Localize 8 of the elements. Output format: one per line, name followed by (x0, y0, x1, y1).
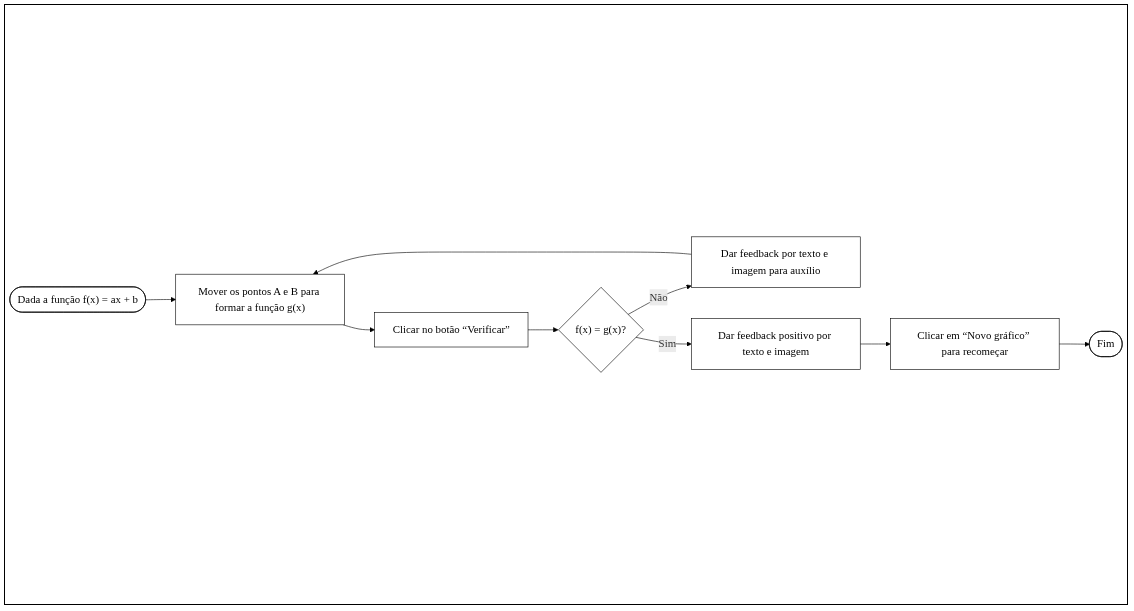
node-box: Clicar em “Novo gráfico” para recomeçar (890, 318, 1060, 370)
node-box: Mover os pontos A e B para formar a função g(x) (175, 273, 345, 326)
edge-label: Não (649, 290, 668, 304)
node-diamond: f(x) = g(x)? (558, 286, 644, 373)
edge-label: Sim (658, 337, 677, 350)
node-box: Dar feedback por texto e imagem para auxílio (691, 236, 861, 288)
node-box: Clicar no botão “Verificar” (374, 312, 529, 348)
node-box: Dar feedback positivo por texto e imagem (691, 318, 861, 370)
